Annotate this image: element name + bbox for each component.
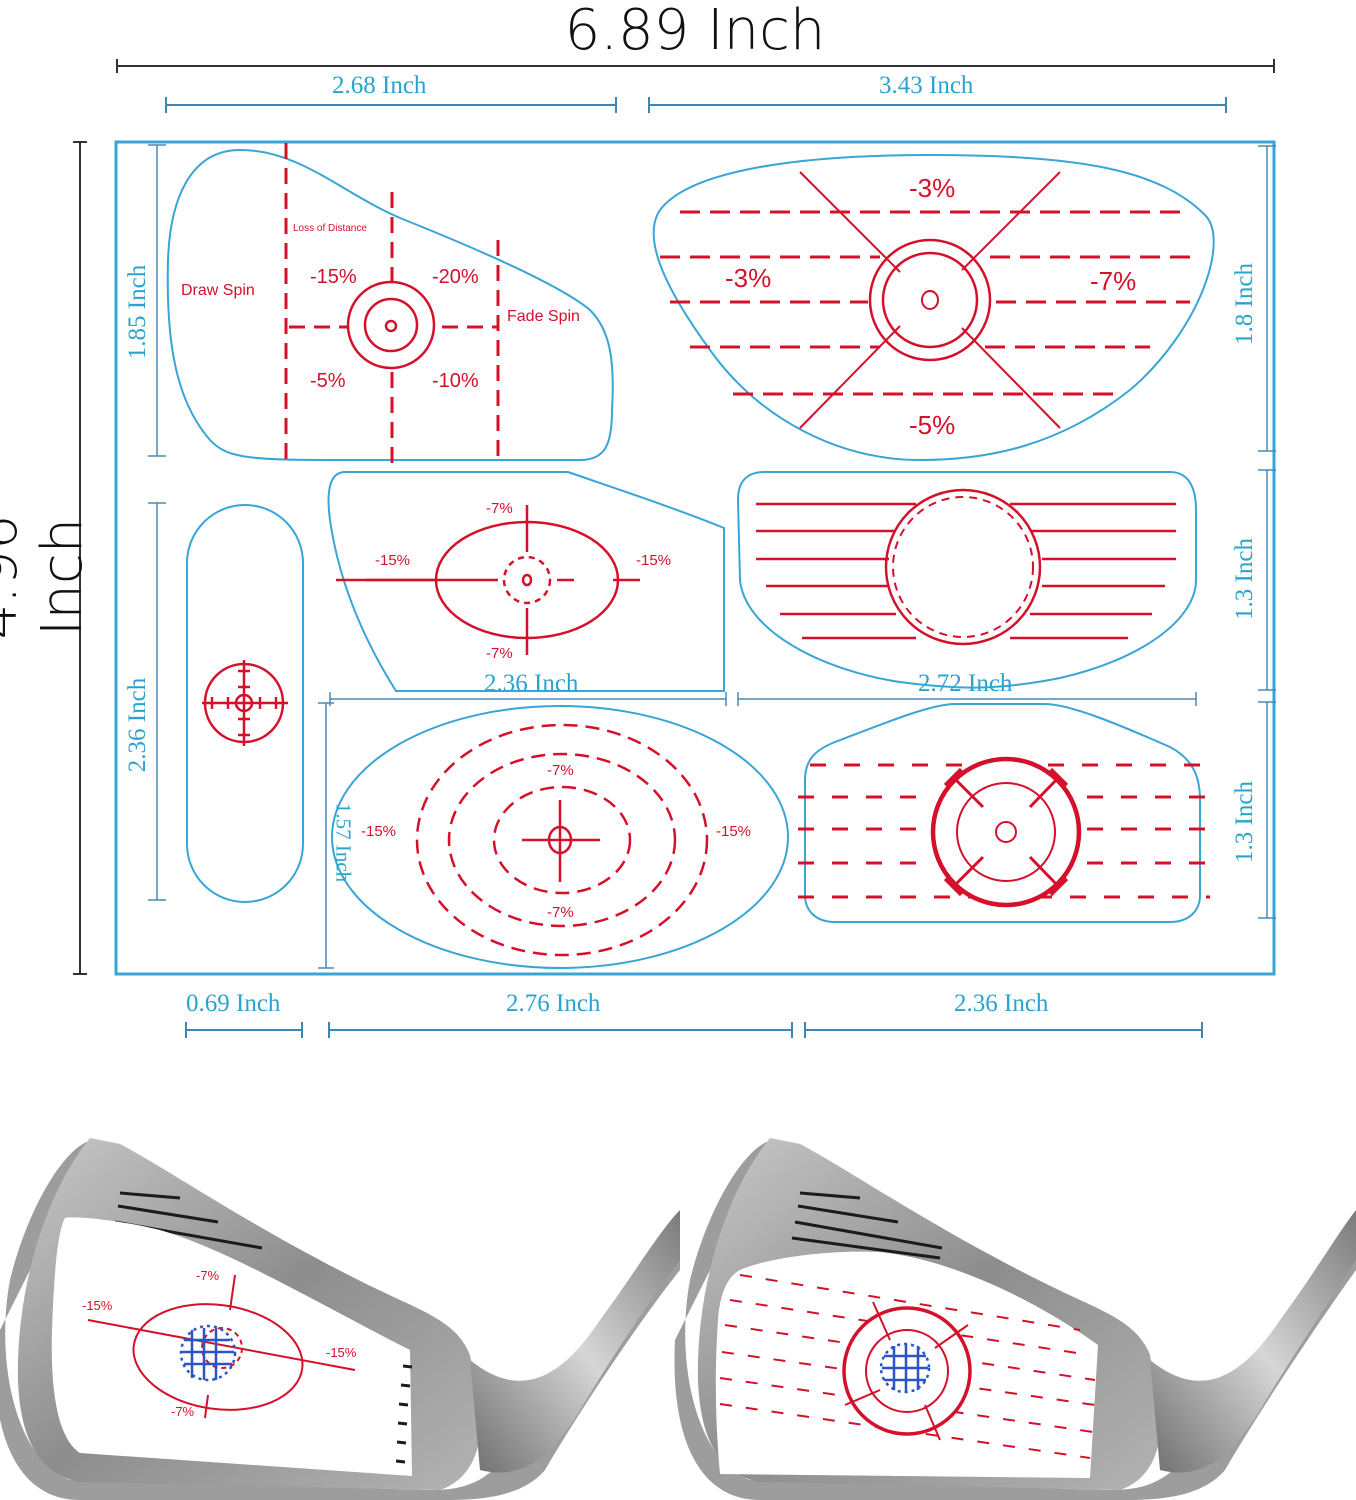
sticker-iron-oval: [327, 471, 725, 692]
top-dim-left-label: 2.68 Inch: [332, 72, 427, 99]
photo1-left-text: -15%: [82, 1298, 113, 1313]
sticker-fairway: [798, 703, 1210, 923]
sticker-iron-large: [166, 143, 614, 465]
sticker-driver: [652, 153, 1215, 462]
iron-q3-label: -5%: [310, 370, 346, 392]
oval-left-label: -15%: [375, 552, 411, 569]
photo1-bottom-text: -7%: [171, 1404, 195, 1419]
sticker-hybrid: [331, 705, 789, 969]
draw-spin-label: Draw Spin: [181, 282, 255, 299]
wedge-width-label: 2.72 Inch: [918, 670, 1013, 697]
overall-height-label: 4.96 Inch: [0, 514, 95, 640]
club-photo-1: [0, 1138, 680, 1500]
hybrid-right-label: -15%: [716, 823, 752, 840]
oval-bottom-label: -7%: [486, 645, 513, 662]
loss-of-distance-text: Loss of Distance: [293, 223, 367, 234]
right-dim-3-label: 1.3 Inch: [1231, 781, 1258, 863]
driver-bottom-label: -5%: [909, 410, 956, 440]
club-photo-2: [674, 1138, 1356, 1500]
top-dim-right-label: 3.43 Inch: [879, 72, 974, 99]
photo1-top-text: -7%: [196, 1268, 220, 1283]
left-dim-2-label: 2.36 Inch: [124, 677, 151, 773]
driver-left-label: -3%: [725, 263, 772, 293]
overall-width-label: 6.89 Inch: [564, 0, 826, 63]
oval-top-label: -7%: [486, 500, 513, 517]
hybrid-left-label: -15%: [361, 823, 397, 840]
strike-mark-2: [879, 1342, 931, 1394]
driver-right-label: -7%: [1090, 266, 1137, 296]
hybrid-height-label: 1.57 Inch: [331, 802, 356, 883]
left-dim-1-label: 1.85 Inch: [124, 264, 151, 360]
fade-spin-label: Fade Spin: [507, 308, 580, 325]
oval-right-label: -15%: [636, 552, 672, 569]
strike-mark-1: [179, 1324, 237, 1382]
driver-top-label: -3%: [909, 173, 956, 203]
sticker-wedge: [736, 471, 1197, 689]
sticker-slim-putter: [186, 504, 304, 903]
photo1-right-text: -15%: [326, 1345, 357, 1360]
hybrid-bottom-label: -7%: [547, 904, 574, 921]
iron-q1-label: -15%: [310, 266, 357, 288]
iron-width-label: 2.36 Inch: [484, 670, 579, 697]
bottom-dim-3-label: 2.36 Inch: [954, 990, 1049, 1017]
iron-q4-label: -10%: [432, 370, 479, 392]
right-dim-1-label: 1.8 Inch: [1231, 263, 1258, 345]
hybrid-top-label: -7%: [547, 762, 574, 779]
iron-q2-label: -20%: [432, 266, 479, 288]
bottom-dim-2-label: 2.76 Inch: [506, 990, 601, 1017]
right-dim-2-label: 1.3 Inch: [1231, 538, 1258, 620]
bottom-dim-1-label: 0.69 Inch: [186, 990, 281, 1017]
